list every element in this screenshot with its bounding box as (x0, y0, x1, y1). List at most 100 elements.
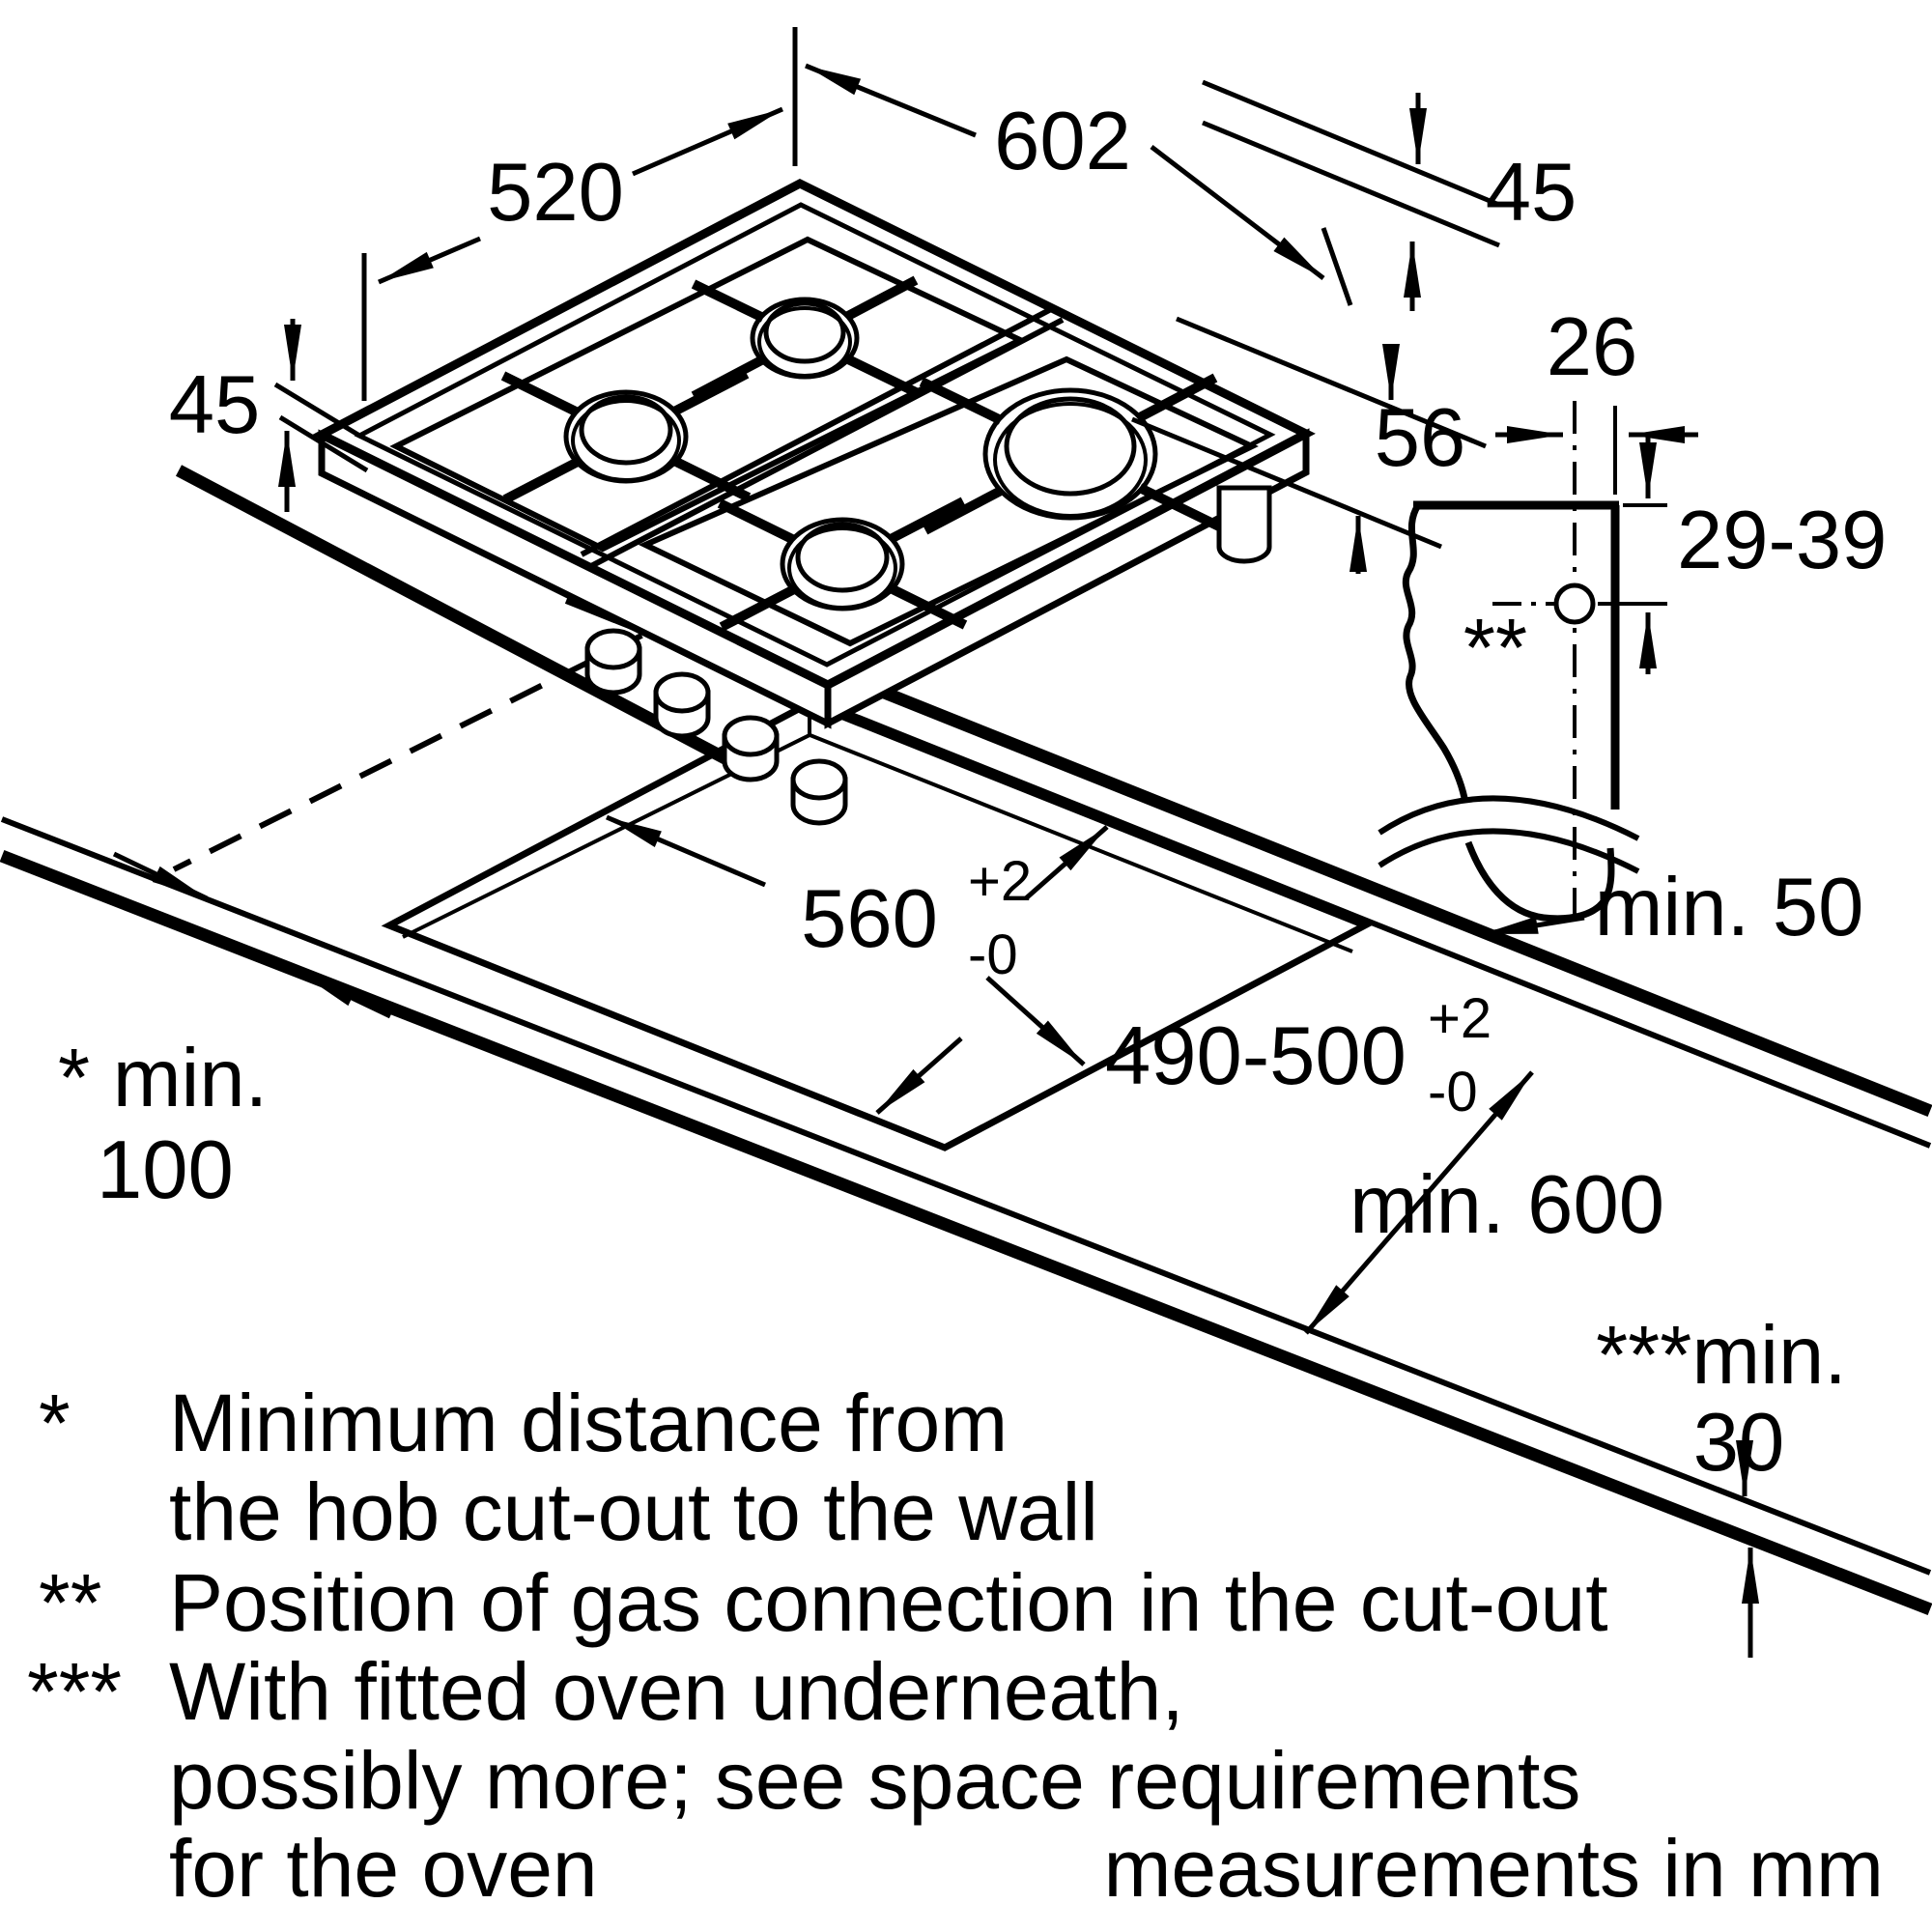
hob-leg (1216, 485, 1272, 564)
dim-gas-offset-26: 26 (1495, 301, 1698, 495)
burner-cap (1004, 396, 1137, 497)
grate-frame-left (389, 236, 1027, 553)
grate-bar (843, 354, 919, 397)
extension-line (278, 414, 369, 473)
detail-broken-edge (1402, 503, 1468, 799)
dim-hob-rim-45-left: 45 (169, 319, 369, 512)
extension-line (1131, 416, 1442, 550)
hob-depth-label: 520 (487, 147, 624, 239)
worktop-thickness-value: 30 (1693, 1397, 1785, 1489)
hob-rim-height-label: 45 (169, 359, 261, 451)
dim-oven-depth-min600: min. 600 (1304, 1070, 1664, 1335)
dim-line (1304, 1070, 1534, 1335)
footnote-star-line1: Minimum distance from (169, 1378, 1008, 1468)
footnote-triple-star-line2: possibly more; see space requirements (169, 1735, 1580, 1826)
grate-bar (691, 355, 766, 401)
burner-ring (750, 297, 860, 380)
cutout-depth-label: 490-500 (1105, 1010, 1406, 1102)
dim-arrow (1024, 825, 1109, 900)
burner-ring (982, 387, 1158, 521)
dim-hob-width-602: 602 (805, 63, 1353, 306)
gas-connection-detail: ** 26 29-39 (1378, 301, 1887, 923)
worktop-front-top-edge-line (0, 816, 1932, 1576)
grate-bar (919, 377, 1004, 425)
grate-bar (500, 371, 581, 417)
burners (563, 297, 1158, 611)
wall-clearance-label: * min. (58, 1033, 268, 1124)
oven-depth-label: min. 600 (1350, 1159, 1664, 1251)
dim-arrow (632, 106, 783, 177)
knob-top (722, 715, 780, 757)
cutout-width-label: 560 (801, 873, 938, 965)
hob-leg-body (1216, 485, 1272, 564)
hob-center-divider (580, 304, 1057, 557)
dim-worktop-thickness-min30: ***min. 30 (1596, 1310, 1847, 1658)
burner-cap (763, 300, 846, 364)
extension-line (1202, 79, 1500, 208)
dim-hob-height-45-right: 45 (1202, 79, 1577, 311)
grate-bar (888, 497, 966, 544)
detail-lower-piece (1464, 840, 1615, 923)
footnote-double-star-marker: ** (39, 1557, 101, 1648)
hob-height-above-label: 45 (1486, 147, 1577, 239)
grate-bars (500, 275, 1222, 632)
cutout-opening (381, 699, 1374, 1151)
dim-arrow (606, 814, 766, 888)
wall-clearance-value: 100 (97, 1124, 234, 1216)
burner-back (750, 297, 860, 380)
gas-connection-point (1553, 582, 1596, 625)
cutout-width-tol-upper: +2 (968, 850, 1032, 913)
worktop-thickness-label: ***min. (1596, 1310, 1847, 1402)
hob-width-label: 602 (994, 96, 1131, 187)
footnote-triple-star-line1: With fitted oven underneath, (169, 1646, 1184, 1737)
extension-line (1321, 227, 1353, 306)
grate-bar (691, 279, 766, 323)
control-knobs (584, 628, 848, 826)
hob-top-rim (354, 202, 1276, 668)
dim-arrow (299, 971, 392, 1019)
grate-bar (671, 456, 752, 502)
hob-height-below-label: 56 (1375, 392, 1466, 484)
rear-clearance-label: min. 50 (1595, 862, 1864, 953)
grate-bar (719, 584, 797, 632)
hob-drawing (175, 178, 1316, 826)
cutout-width-tol-lower: -0 (968, 923, 1018, 986)
dim-arrow (378, 236, 481, 285)
grate-bar (923, 486, 1004, 535)
control-knob (722, 715, 780, 782)
burner-left (563, 389, 689, 484)
dim-arrow (805, 63, 977, 138)
extension-line (1202, 120, 1500, 248)
dim-arrow (1150, 145, 1325, 280)
burner-cap (579, 394, 673, 466)
grate-bar (671, 369, 750, 416)
knob-top (584, 628, 642, 670)
dim-wall-clearance-min100: * min. 100 (58, 851, 392, 1216)
detail-marker: ** (1463, 603, 1527, 695)
dim-rear-clearance-min50: min. 50 (1481, 862, 1864, 953)
footnote-double-star-text: Position of gas connection in the cut-ou… (169, 1557, 1608, 1648)
control-knob (790, 758, 848, 826)
footnote-triple-star-line3: for the oven (169, 1823, 598, 1914)
burner-ring (780, 517, 905, 611)
dim-arrow (875, 1037, 963, 1115)
footnote-triple-star-marker: *** (27, 1646, 122, 1737)
gas-offset-label: 26 (1547, 301, 1638, 393)
grate-bar (1137, 483, 1222, 531)
burner-ring (563, 389, 689, 484)
dim-hob-depth-520: 520 (361, 27, 798, 401)
control-knob (653, 671, 711, 739)
burner-cap (795, 522, 890, 593)
footnote-star-marker: * (39, 1378, 71, 1468)
burner-front (780, 517, 905, 611)
dim-gas-depth-29-39: 29-39 (1598, 437, 1887, 674)
detail-break-wave (1378, 828, 1640, 874)
dim-hob-height-56: 56 (1131, 316, 1487, 574)
grate-bar (502, 457, 581, 504)
knob-top (653, 671, 711, 714)
extension-line (273, 382, 363, 440)
footnotes: * Minimum distance from the hob cut-out … (27, 1378, 1884, 1914)
footnote-star-line2: the hob cut-out to the wall (169, 1466, 1098, 1557)
knob-top (790, 758, 848, 801)
